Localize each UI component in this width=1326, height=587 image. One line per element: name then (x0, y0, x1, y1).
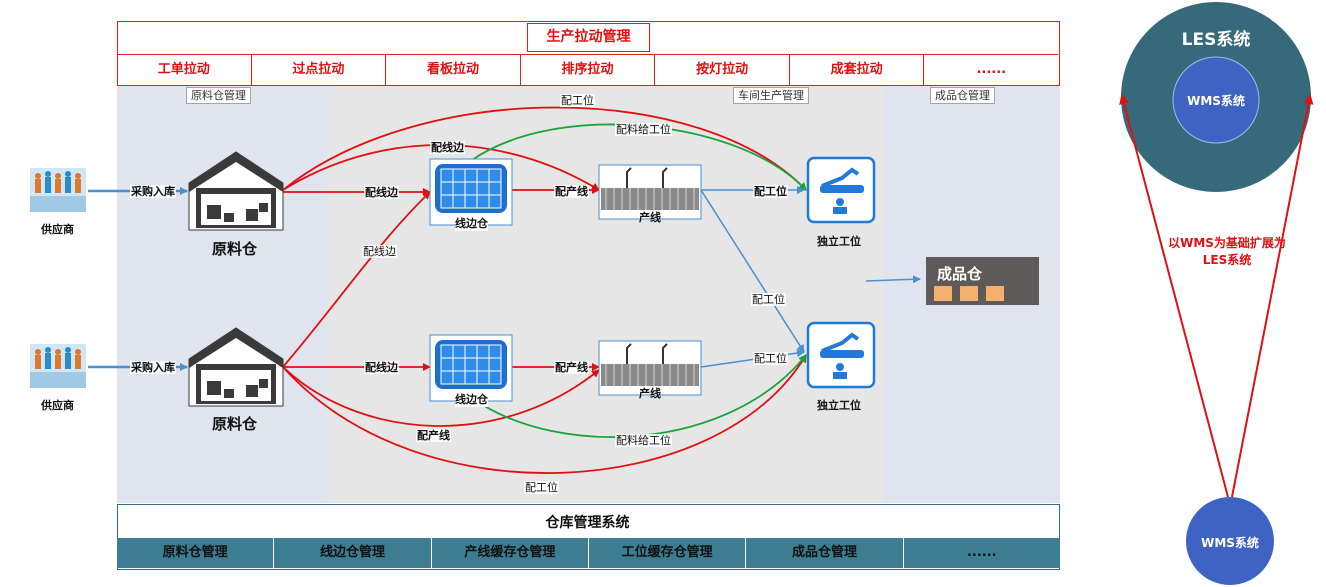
to-finished-warehouse (865, 275, 921, 284)
flow-label: 配料给工位 (615, 434, 672, 447)
raw-warehouse-icon-bottom (188, 327, 284, 407)
production-line-bottom-label: 产线 (639, 387, 661, 400)
pull-item: 排序拉动 (521, 55, 656, 85)
flow-label: 配线边 (362, 245, 397, 258)
prod-top-to-station-bottom (700, 189, 805, 353)
flow-label: 配工位 (751, 293, 786, 306)
flow-label: 配线边 (364, 361, 399, 374)
station-icon-bottom (806, 321, 876, 389)
station-icon-top (806, 156, 876, 224)
wms-module: 线边仓管理 (274, 538, 432, 568)
flow-label: 配产线 (554, 185, 589, 198)
raw-warehouse-top-label: 原料仓 (212, 240, 258, 258)
flow-label: 配料给工位 (615, 123, 672, 136)
line-warehouse-bottom-label: 线边仓 (455, 391, 488, 407)
supplier-icon-bottom (30, 344, 86, 388)
wms-module: 产线缓存仓管理 (432, 538, 589, 568)
raw-bottom-to-prod-bottom-arc (282, 366, 600, 427)
purchase-label-bottom: 采购入库 (130, 361, 176, 374)
flow-label: 配产线 (554, 361, 589, 374)
wms-modules: 原料仓管理 线边仓管理 产线缓存仓管理 工位缓存仓管理 成品仓管理 ...... (117, 538, 1060, 568)
wms-module: 成品仓管理 (746, 538, 904, 568)
pull-item: 工单拉动 (117, 55, 252, 85)
flow-label: 配工位 (524, 481, 559, 494)
raw-warehouse-bottom-label: 原料仓 (212, 415, 258, 433)
wms-module: ...... (966, 545, 997, 560)
flow-label: 配产线 (416, 429, 451, 442)
wms-bottom-circle (1186, 497, 1274, 585)
pull-item: 按灯拉动 (655, 55, 790, 85)
station-top-label: 独立工位 (817, 235, 861, 248)
station-bottom-label: 独立工位 (817, 399, 861, 412)
finished-warehouse-label: 成品仓 (937, 265, 983, 283)
pull-item: 看板拉动 (386, 55, 521, 85)
finished-zone-label: 成品仓管理 (930, 87, 995, 104)
production-line-icon-top (598, 164, 702, 220)
workshop-zone-label: 车间生产管理 (733, 87, 809, 104)
extension-arrow-right (1231, 94, 1314, 498)
raw-warehouse-icon-top (188, 151, 284, 231)
supplier-top-label: 供应商 (41, 223, 74, 236)
pull-management-items: 工单拉动 过点拉动 看板拉动 排序拉动 按灯拉动 成套拉动 ...... (117, 54, 1058, 85)
les-title: LES系统 (1181, 30, 1251, 50)
raw-top-to-station-top-arc (282, 106, 807, 191)
production-line-top-label: 产线 (639, 211, 661, 224)
supplier-icon-top (30, 168, 86, 212)
raw-bottom-to-line-wh-top (282, 191, 431, 368)
flow-label: 配工位 (560, 94, 595, 107)
extension-arrow-left (1119, 94, 1229, 498)
pull-management-title: 生产拉动管理 (527, 23, 650, 52)
wms-inner-circle (1172, 56, 1260, 144)
line-warehouse-top-label: 线边仓 (455, 215, 488, 231)
raw-zone (117, 85, 327, 503)
wms-inner-label: WMS系统 (1187, 94, 1245, 108)
line-warehouse-icon-bottom (429, 334, 513, 402)
flow-label: 配工位 (753, 352, 788, 365)
pull-item: 过点拉动 (252, 55, 387, 85)
pull-item: 成套拉动 (790, 55, 925, 85)
raw-bottom-to-station-bottom-arc (282, 354, 807, 474)
flow-label: 配工位 (753, 185, 788, 198)
flow-label: 配线边 (364, 186, 399, 199)
flow-label: 配线边 (430, 141, 465, 154)
extension-note: 以WMS为基础扩展为LES系统 (1168, 236, 1286, 267)
finished-warehouse-icon (926, 257, 1039, 305)
supplier-bottom-label: 供应商 (41, 399, 74, 412)
raw-zone-label: 原料仓管理 (186, 87, 251, 104)
wms-title: 仓库管理系统 (545, 515, 630, 531)
production-line-icon-bottom (598, 340, 702, 396)
purchase-label-top: 采购入库 (130, 185, 176, 198)
pull-item: ...... (976, 62, 1007, 77)
wms-bottom-label: WMS系统 (1201, 536, 1259, 550)
wms-module: 原料仓管理 (117, 538, 275, 568)
wms-module: 工位缓存仓管理 (589, 538, 747, 568)
line-warehouse-icon-top (429, 158, 513, 226)
